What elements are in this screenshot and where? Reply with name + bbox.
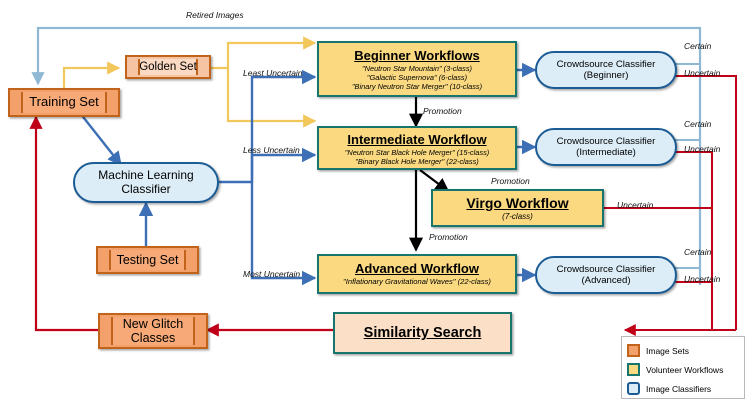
- label-uncertain-intermediate: Uncertain: [684, 144, 721, 154]
- label-retired-images: Retired Images: [186, 10, 244, 20]
- testing-set-label: Testing Set: [116, 253, 179, 267]
- label-uncertain-advanced: Uncertain: [684, 274, 721, 284]
- classifier-intermediate-line2: (Intermediate): [576, 147, 636, 158]
- node-crowdsource-classifier-advanced[interactable]: Crowdsource Classifier (Advanced): [535, 256, 677, 294]
- golden-set-inner-panel: [138, 59, 198, 75]
- image-classifier-swatch: [627, 382, 640, 395]
- label-certain-intermediate: Certain: [684, 119, 712, 129]
- similarity-search-title: Similarity Search: [363, 325, 482, 341]
- image-set-swatch: [627, 344, 640, 357]
- advanced-workflow-title: Advanced Workflow: [354, 261, 479, 277]
- virgo-workflow-item-0: (7-class): [502, 211, 533, 221]
- beginner-workflows-item-1: "Galactic Supernova" (6-class): [366, 73, 468, 83]
- node-machine-learning-classifier[interactable]: Machine Learning Classifier: [73, 162, 219, 203]
- node-intermediate-workflow[interactable]: Intermediate Workflow "Neutron Star Blac…: [317, 126, 517, 170]
- node-similarity-search[interactable]: Similarity Search: [333, 312, 512, 354]
- legend-item-image-sets: Image Sets: [627, 341, 740, 360]
- legend-label-volunteer-workflows: Volunteer Workflows: [646, 364, 724, 375]
- node-golden-set[interactable]: Golden Set: [125, 55, 211, 79]
- volunteer-workflow-swatch: [627, 363, 640, 376]
- label-most-uncertain: Most Uncertain: [243, 269, 301, 279]
- intermediate-workflow-item-0: "Neutron Star Black Hole Merger" (15-cla…: [344, 147, 490, 157]
- advanced-workflow-item-0: "Inflationary Gravitational Waves" (22-c…: [343, 277, 491, 287]
- node-training-set[interactable]: Training Set: [8, 88, 120, 117]
- label-certain-advanced: Certain: [684, 247, 712, 257]
- golden-set-label: Golden Set: [139, 60, 197, 73]
- intermediate-workflow-item-1: "Binary Black Hole Merger" (22-class): [355, 156, 479, 166]
- label-promotion-2: Promotion: [491, 176, 530, 186]
- legend-item-volunteer-workflows: Volunteer Workflows: [627, 360, 740, 379]
- intermediate-workflow-title: Intermediate Workflow: [347, 131, 487, 147]
- label-uncertain-beginner: Uncertain: [684, 68, 721, 78]
- new-glitch-classes-line2: Classes: [130, 331, 176, 345]
- classifier-beginner-line2: (Beginner): [583, 70, 629, 81]
- node-crowdsource-classifier-beginner[interactable]: Crowdsource Classifier (Beginner): [535, 51, 677, 89]
- label-promotion-1: Promotion: [423, 106, 462, 116]
- edge-training-to-ml: [79, 112, 122, 167]
- legend-item-image-classifiers: Image Classifiers: [627, 379, 740, 398]
- label-less-uncertain: Less Uncertain: [243, 145, 300, 155]
- label-uncertain-virgo: Uncertain: [617, 200, 654, 210]
- label-certain-beginner: Certain: [684, 41, 712, 51]
- new-glitch-classes-label: New Glitch Classes: [123, 317, 183, 345]
- node-beginner-workflows[interactable]: Beginner Workflows "Neutron Star Mountai…: [317, 41, 517, 97]
- legend-label-image-classifiers: Image Classifiers: [646, 383, 712, 394]
- node-advanced-workflow[interactable]: Advanced Workflow "Inflationary Gravitat…: [317, 254, 517, 294]
- edge-promotion: [408, 97, 450, 252]
- ml-classifier-line1: Machine Learning: [98, 167, 194, 182]
- node-virgo-workflow[interactable]: Virgo Workflow (7-class): [431, 189, 604, 227]
- beginner-workflows-title: Beginner Workflows: [354, 48, 480, 64]
- edge-ml-to-workflows: [219, 69, 317, 286]
- edge-workflow-to-classifier: [516, 62, 537, 283]
- training-set-inner-panel: [21, 92, 107, 113]
- classifier-advanced-line2: (Advanced): [581, 275, 631, 286]
- training-set-label: Training Set: [29, 94, 99, 110]
- node-testing-set[interactable]: Testing Set: [96, 246, 199, 274]
- node-crowdsource-classifier-intermediate[interactable]: Crowdsource Classifier (Intermediate): [535, 128, 677, 166]
- legend: Image Sets Volunteer Workflows Image Cla…: [621, 336, 745, 399]
- virgo-workflow-title: Virgo Workflow: [466, 194, 569, 211]
- classifier-intermediate-line1: Crowdsource Classifier: [556, 135, 656, 147]
- classifier-beginner-line1: Crowdsource Classifier: [556, 58, 656, 70]
- classifier-advanced-line1: Crowdsource Classifier: [556, 263, 656, 275]
- label-least-uncertain: Least Uncertain: [243, 68, 303, 78]
- beginner-workflows-item-2: "Binary Neutron Star Merger" (10-class): [351, 81, 483, 91]
- label-promotion-3: Promotion: [429, 232, 468, 242]
- ml-classifier-line2: Classifier: [121, 181, 171, 196]
- testing-set-inner-panel: [109, 250, 186, 270]
- new-glitch-classes-inner-panel: [111, 317, 195, 345]
- new-glitch-classes-line1: New Glitch: [122, 317, 184, 331]
- node-new-glitch-classes[interactable]: New Glitch Classes: [98, 313, 208, 349]
- legend-label-image-sets: Image Sets: [646, 345, 689, 356]
- beginner-workflows-item-0: "Neutron Star Mountain" (3-class): [362, 64, 472, 74]
